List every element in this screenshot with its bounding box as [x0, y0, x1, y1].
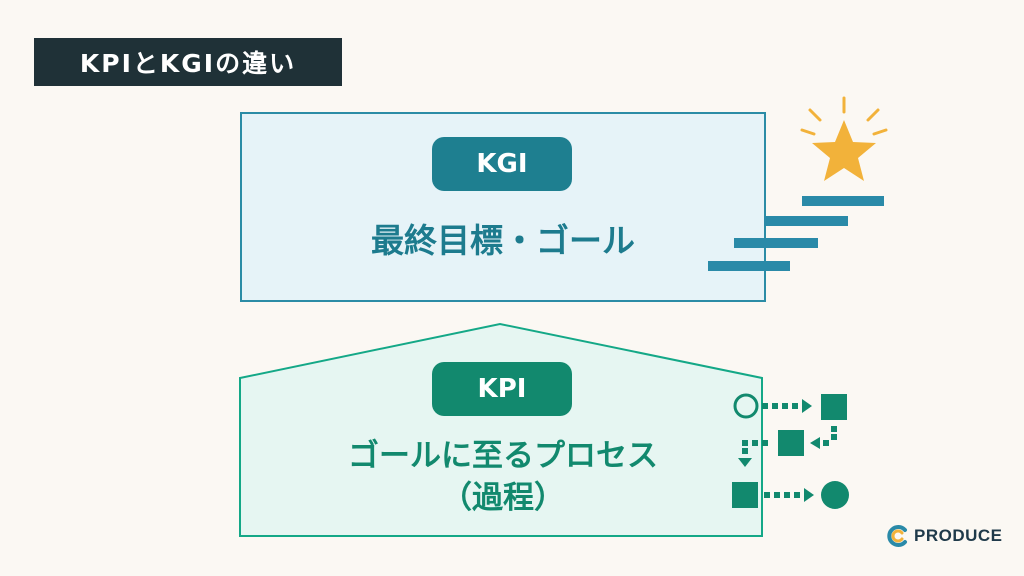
kpi-badge: KPI: [432, 362, 572, 416]
kpi-description-line1: ゴールに至るプロセス: [348, 438, 658, 474]
logo-text: PRODUCE: [914, 526, 1003, 545]
produce-logo: PRODUCE: [886, 524, 1003, 548]
star-icon: [800, 96, 888, 181]
stairs-icon: [708, 196, 884, 271]
kpi-description-line2: （過程）: [441, 480, 565, 516]
page-title: KPIとKGIの違い: [34, 38, 342, 86]
kgi-badge: KGI: [432, 137, 572, 191]
produce-logo-icon: [887, 525, 907, 547]
kgi-description: 最終目標・ゴール: [371, 221, 635, 260]
process-flow-icon: [732, 393, 849, 509]
